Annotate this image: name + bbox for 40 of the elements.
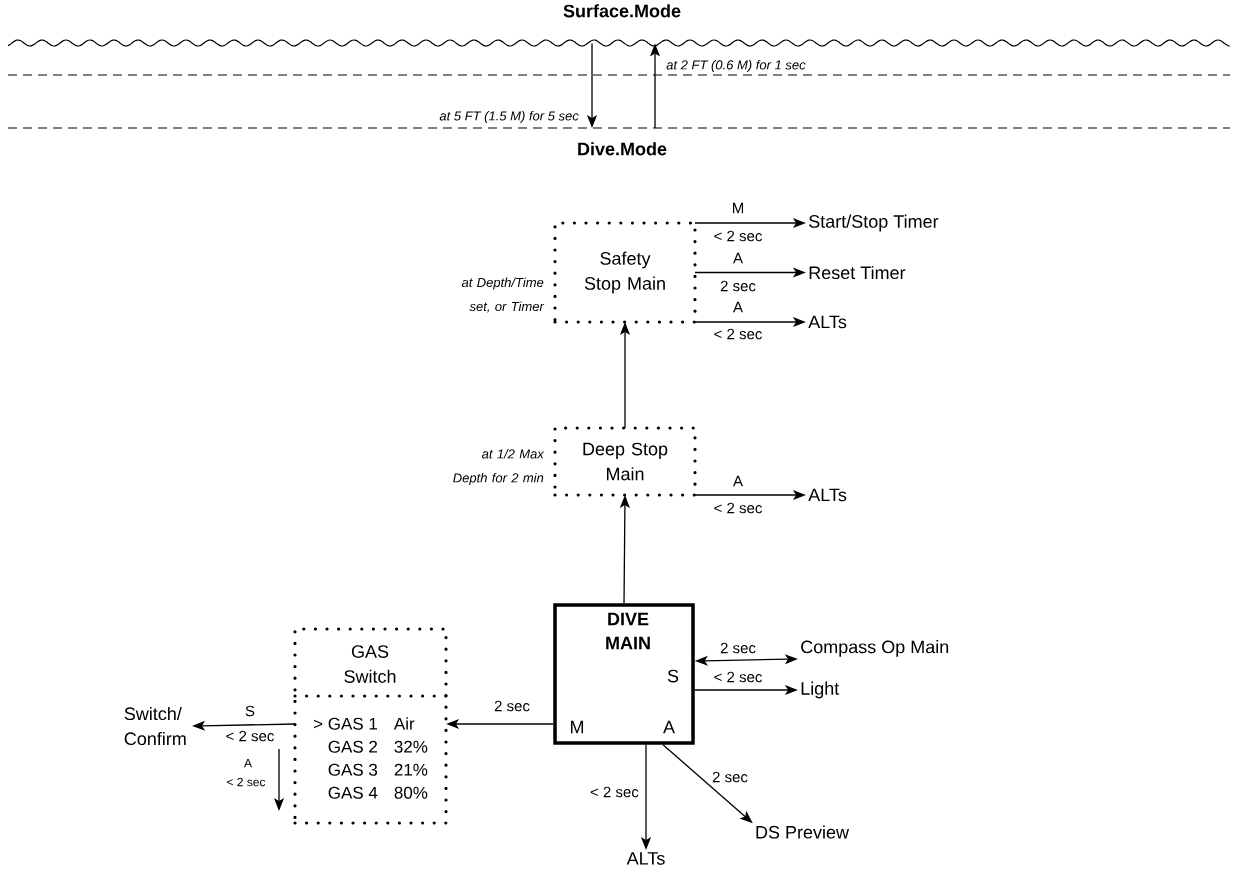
edge-label: at 5 FT (1.5 M) for 5 sec — [438, 109, 580, 125]
button-letter: S — [245, 705, 255, 717]
menu-label: Start/Stop Timer — [809, 214, 939, 232]
edge-label: < 2 sec — [589, 785, 640, 799]
menu-label: ALTs — [626, 852, 665, 865]
edge-label: 2 sec — [719, 641, 757, 655]
menu-label: Switch/ Confirm — [124, 706, 186, 746]
mode-label: Dive.Mode — [578, 142, 667, 156]
dotted-box: Deep Stop Main — [553, 426, 697, 497]
button-letter: M — [733, 202, 743, 214]
edge-label: < 2 sec — [712, 670, 764, 684]
note-text: at Depth/Time set, or Timer — [461, 277, 545, 313]
menu-label: Light — [801, 681, 840, 699]
button-letter: A — [733, 301, 743, 313]
gas-list: > GAS 1 Air GAS 2 32% GAS 3 21% GAS 4 80% — [313, 717, 428, 799]
dotted-box: Safety Stop Main — [553, 221, 697, 324]
edge-label: 2 sec — [493, 699, 531, 713]
menu-label: ALTs — [808, 315, 847, 329]
button-letter: A — [733, 252, 743, 264]
edge-label: < 2 sec — [712, 327, 764, 341]
button-letter: M — [571, 720, 584, 734]
note-text: at 1/2 Max Depth for 2 min — [453, 448, 545, 486]
box-heading: DIVE MAIN — [606, 612, 650, 650]
menu-label: ALTs — [808, 488, 847, 502]
edge-label: 2 sec — [711, 770, 749, 784]
button-letter: A — [733, 475, 743, 487]
menu-label: Reset Timer — [809, 265, 906, 280]
edge-label: 2 sec — [719, 279, 757, 293]
menu-label: Compass Op Main — [801, 640, 949, 657]
edge-label: < 2 sec — [712, 229, 764, 243]
button-letter: A — [244, 758, 252, 768]
edge-label: at 2 FT (0.6 M) for 1 sec — [665, 58, 807, 74]
edge-label: < 2 sec — [224, 729, 276, 743]
box-heading: GAS Switch — [344, 645, 396, 683]
edge-label: < 2 sec — [712, 501, 764, 515]
button-letter: S — [667, 669, 679, 683]
button-letter: A — [663, 720, 675, 734]
button-letter: < 2 sec — [227, 777, 266, 787]
mode-label: Surface.Mode — [563, 4, 681, 18]
menu-label: DS Preview — [756, 825, 850, 839]
